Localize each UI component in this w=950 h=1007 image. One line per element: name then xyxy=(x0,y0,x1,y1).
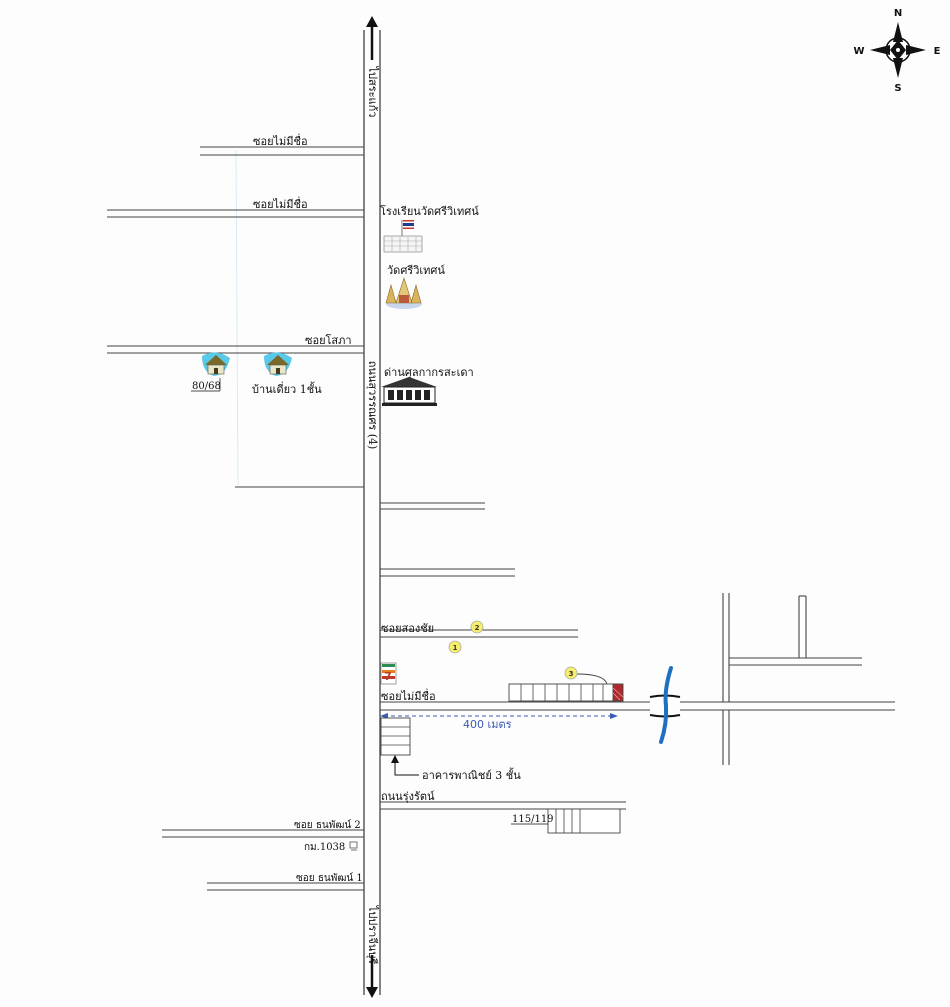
right-sois xyxy=(380,502,895,810)
scan-artifact xyxy=(235,149,239,486)
marker-3: 3 xyxy=(564,666,578,680)
soi-label-unnamed-2: ซอยไม่มีชื่อ xyxy=(253,196,308,211)
river xyxy=(659,666,673,744)
km-marker-label: กม.1038 xyxy=(304,842,345,853)
marker-2: 2 xyxy=(470,620,484,634)
house-type-label: บ้านเดี่ยว 1ชั้น xyxy=(252,381,322,396)
building-number-label: 115/119 xyxy=(512,814,554,825)
svg-text:2: 2 xyxy=(475,624,480,632)
compass-icon xyxy=(870,22,926,78)
house-icon xyxy=(264,352,292,376)
customs-label: ด่านศุลกากรสะเดา xyxy=(384,366,474,379)
compass-south: S xyxy=(894,83,901,94)
school-icon xyxy=(383,235,423,253)
road-label-rungrat: ถนนรุ่งรัตน์ xyxy=(381,790,435,803)
house-icon xyxy=(202,352,230,376)
building-115-119 xyxy=(547,808,621,834)
road-label-south: ไปปราจีนบุรี xyxy=(366,905,379,965)
soi-label-thanaphat-1: ซอย ธนพัฒน์ 1 xyxy=(296,872,363,884)
temple-label: วัดศรีวิเทศน์ xyxy=(387,264,445,277)
house-number-label: 80/68 xyxy=(192,381,221,392)
store-icon: 7 xyxy=(380,662,397,685)
svg-text:3: 3 xyxy=(569,670,574,678)
soi-label-thanaphat-2: ซอย ธนพัฒน์ 2 xyxy=(294,819,361,831)
main-highway xyxy=(363,16,381,998)
compass-west: W xyxy=(853,46,864,57)
customs-building-icon xyxy=(381,377,437,406)
road-label-north: ไปสระแก้ว xyxy=(366,66,379,118)
commercial-building xyxy=(380,717,411,756)
soi-label-sopha: ซอยโสภา xyxy=(305,333,352,347)
signpost-icon xyxy=(349,841,358,851)
marker-1: 1 xyxy=(448,640,462,654)
distance-arrow xyxy=(380,713,618,719)
soi-label-unnamed-1: ซอยไม่มีชื่อ xyxy=(253,133,308,148)
left-sois xyxy=(107,146,364,891)
svg-text:7: 7 xyxy=(384,670,392,683)
compass-east: E xyxy=(934,46,941,57)
temple-icon xyxy=(385,277,422,309)
soi-label-unnamed-right: ซอยไม่มีชื่อ xyxy=(381,688,436,703)
commercial-label: อาคารพาณิชย์ 3 ชั้น xyxy=(422,767,521,782)
school-label: โรงเรียนวัดศรีวิเทศน์ xyxy=(380,204,479,218)
row-buildings xyxy=(508,683,624,702)
svg-text:1: 1 xyxy=(453,644,458,652)
distance-label: 400 เมตร xyxy=(463,718,512,731)
compass-north: N xyxy=(894,8,902,19)
road-label-highway: ถนนสุวรรณศร (4) xyxy=(366,361,379,450)
soi-label-songchai: ซอยสองชัย xyxy=(381,622,434,635)
